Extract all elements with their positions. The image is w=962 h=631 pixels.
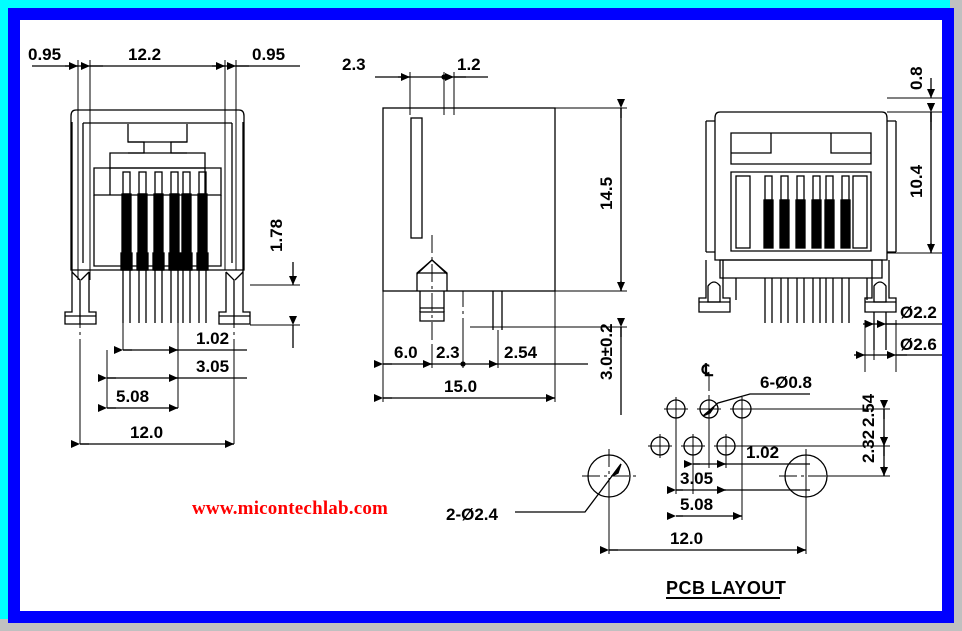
- watermark: www.micontechlab.com: [192, 498, 389, 519]
- front-opening-upper: [109, 152, 206, 169]
- label-pcb-row-outer: 5.08: [680, 495, 713, 514]
- label-rear-top-clearance: 0.8: [907, 66, 926, 90]
- front-housing-body: [70, 109, 245, 271]
- contact-3: [152, 171, 165, 271]
- rear-contact-group: [763, 175, 851, 249]
- side-pin-rear: [492, 291, 503, 330]
- side-view: [374, 72, 627, 415]
- label-pcb-row-inner: 3.05: [680, 469, 713, 488]
- side-peg-foot: [419, 311, 445, 322]
- rear-upper-recess: [730, 132, 872, 165]
- label-rear-peg-dia-bottom: Ø2.6: [900, 335, 937, 354]
- label-front-span-outer: 5.08: [116, 387, 149, 406]
- label-pcb-row-offset: 2.32: [859, 430, 878, 463]
- label-pcb-mount-holes: 2-Ø2.4: [446, 505, 499, 524]
- rear-contact-6: [840, 175, 851, 249]
- rear-slot-left: [735, 175, 751, 249]
- rear-contact-3: [795, 175, 806, 249]
- label-side-peg-to-pin: 2.3: [436, 343, 460, 362]
- front-centerlines: [79, 310, 235, 350]
- label-pcb-holes: 6-Ø0.8: [760, 373, 812, 392]
- contact-1: [120, 171, 133, 271]
- pcb-mount-leader: [515, 463, 622, 513]
- rear-contact-1: [763, 175, 774, 249]
- pcb-hole-top-3: [730, 397, 754, 421]
- pcb-holes-leader: [702, 393, 810, 417]
- pcb-hole-top-1: [664, 397, 688, 421]
- label-pcb-row-spacing: 2.54: [859, 393, 878, 427]
- label-front-span-inner: 3.05: [196, 357, 229, 376]
- label-side-overall-depth: 15.0: [444, 377, 477, 396]
- rear-upper-steps: [731, 133, 871, 154]
- pcb-hole-bot-2: [681, 434, 705, 458]
- label-front-body-width: 12.0: [130, 423, 163, 442]
- side-latch-slot: [410, 117, 423, 239]
- pcb-layout: [515, 373, 890, 599]
- rear-contact-2: [779, 175, 790, 249]
- front-contact-group: [120, 171, 209, 271]
- pcb-holes-leader-arrow: [702, 406, 715, 417]
- rear-contact-window: [730, 171, 872, 252]
- contact-5: [180, 171, 193, 271]
- rear-shelf-walls: [735, 278, 868, 300]
- contact-6: [196, 171, 209, 271]
- label-front-pin-protrusion: 1.78: [267, 219, 286, 252]
- pcb-layout-title: PCB LAYOUT: [666, 578, 786, 598]
- contact-4: [168, 171, 181, 271]
- rear-slot-right: [852, 175, 868, 249]
- rear-view: [698, 78, 942, 372]
- dimension-labels: 0.95 12.2 0.95 1.78 1.02 3.05 5.08 12.0 …: [28, 45, 937, 598]
- rear-peg-right: [864, 260, 897, 350]
- label-side-standoff: 3.0±0.2: [597, 323, 616, 380]
- rear-housing-body: [714, 111, 888, 261]
- label-side-front-to-peg: 6.0: [394, 343, 418, 362]
- front-keyway-left: [127, 124, 145, 154]
- side-housing-body: [382, 107, 556, 292]
- label-side-pin-to-pin: 2.54: [504, 343, 538, 362]
- rear-pin-group: [764, 278, 850, 323]
- front-pin-group: [122, 270, 207, 323]
- label-front-pin-pitch: 1.02: [196, 329, 229, 348]
- label-rear-opening-height: 10.4: [907, 164, 926, 198]
- label-rear-peg-dia-top: Ø2.2: [900, 303, 937, 322]
- pcb-hole-bot-3: [714, 434, 738, 458]
- pcb-hole-bot-1: [648, 434, 672, 458]
- contact-2: [136, 171, 149, 271]
- label-front-top-width: 12.2: [128, 45, 161, 64]
- label-pcb-pitch: 1.02: [746, 443, 779, 462]
- technical-drawing-canvas: 0.95 12.2 0.95 1.78 1.02 3.05 5.08 12.0 …: [28, 45, 942, 599]
- front-keyway-right: [170, 124, 188, 154]
- rear-lower-shelf: [719, 259, 883, 279]
- label-side-latch-width: 1.2: [457, 55, 481, 74]
- label-front-top-left-offset: 0.95: [28, 45, 61, 64]
- side-peg-chamfer: [416, 259, 448, 275]
- rear-housing-flanks: [705, 121, 897, 252]
- rear-peg-left: [698, 260, 731, 313]
- pcb-mount-leader-arrow: [611, 463, 622, 477]
- label-front-top-right-offset: 0.95: [252, 45, 285, 64]
- rear-contact-5: [824, 175, 835, 249]
- pcb-centerline-symbol: ℄: [701, 361, 714, 380]
- label-side-latch-offset: 2.3: [342, 55, 366, 74]
- rear-contact-4: [811, 175, 822, 249]
- label-side-body-height: 14.5: [597, 177, 616, 210]
- front-view: [32, 60, 300, 448]
- drawing-sheet: 0.95 12.2 0.95 1.78 1.02 3.05 5.08 12.0 …: [20, 20, 942, 611]
- label-pcb-overall: 12.0: [670, 529, 703, 548]
